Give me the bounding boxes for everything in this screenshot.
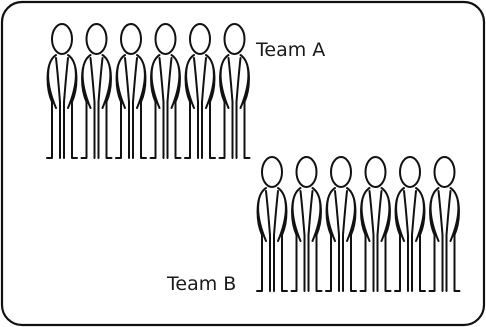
team-a-group [46,23,251,159]
stick-figure-icon [80,23,113,159]
stick-figure-icon [428,156,461,292]
stick-figure-icon [290,156,323,292]
stick-figure-icon [46,23,78,159]
team-b-group [256,156,461,292]
stick-figure-icon [218,23,251,159]
team-a-label: Team A [255,39,325,61]
stick-figure-icon [394,156,426,292]
stick-figure-icon [115,23,147,159]
stick-figure-icon [256,156,288,292]
stick-figure-icon [359,156,392,292]
team-b-label: Team B [166,273,236,295]
stick-figure-icon [184,23,216,159]
stick-figure-icon [325,156,357,292]
stick-figure-icon [149,23,182,159]
